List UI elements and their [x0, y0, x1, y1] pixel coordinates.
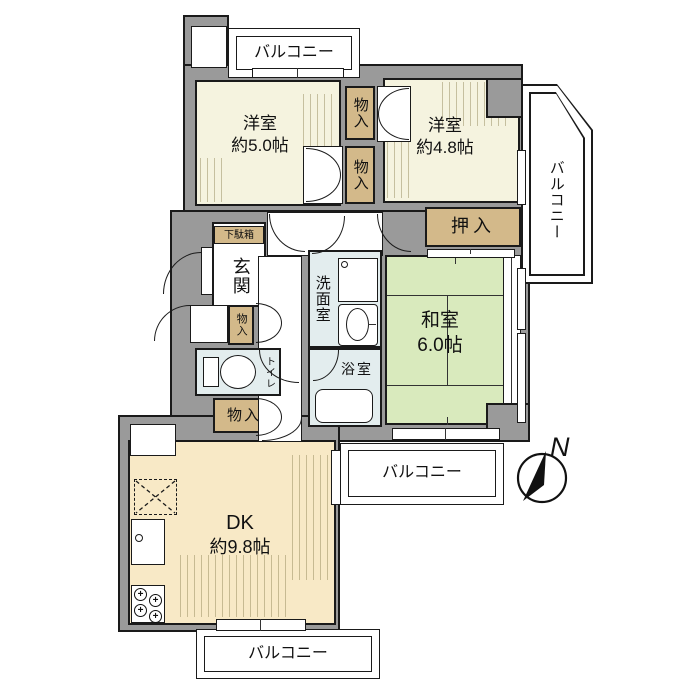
closet-monoire-2-label: 物入	[351, 159, 369, 191]
compass: N	[516, 432, 570, 504]
closet-monoire-4-label: 物入	[226, 406, 261, 424]
washing-machine-knob	[341, 261, 348, 268]
balcony-right-railing	[529, 92, 585, 276]
room-western5-label: 洋室 約5.0帖	[200, 108, 320, 162]
kitchen-sink-drain	[135, 534, 143, 542]
balcony-top-label: バルコニー	[254, 43, 334, 61]
room-japanese-label: 和室 6.0帖	[390, 305, 490, 363]
hatch-decoration	[200, 158, 226, 202]
toilet-bowl	[220, 355, 256, 389]
washbasin-faucet	[368, 324, 376, 326]
closet-monoire-3	[228, 305, 254, 345]
tatami-line	[387, 385, 503, 387]
toilet-tank	[203, 357, 219, 387]
refrigerator-space	[134, 479, 177, 515]
room-western5-name: 洋室	[243, 113, 277, 133]
room-japanese-name: 和室	[420, 310, 459, 332]
balcony-middle-railing	[348, 450, 496, 497]
dk-counter-box	[130, 424, 176, 456]
closet-monoire-2	[345, 146, 375, 204]
room-dk-name: DK	[226, 512, 254, 535]
compass-needle	[523, 451, 546, 501]
entrance-label: 玄関	[230, 257, 251, 295]
room-dk-size: 約9.8帖	[209, 537, 271, 558]
window-japanese-right-2	[517, 333, 526, 423]
washroom-label: 洗面室	[313, 275, 331, 323]
room-western48-name: 洋室	[428, 115, 462, 135]
window-tick	[260, 619, 262, 631]
window-western48-right	[517, 150, 526, 205]
bathroom-label: 浴室	[341, 360, 373, 377]
stove-burner	[134, 604, 147, 617]
storage-door-arc	[154, 305, 190, 341]
washing-machine	[338, 258, 378, 302]
closet-monoire-1-label: 物入	[351, 97, 369, 129]
room-western48-label: 洋室 約4.8帖	[390, 110, 500, 164]
tatami-line	[447, 417, 449, 425]
engawa-line	[511, 257, 513, 423]
hatch-decoration	[292, 455, 330, 580]
room-japanese-size: 6.0帖	[417, 335, 463, 356]
tatami-line	[447, 295, 449, 385]
window-japanese-right-1	[517, 268, 526, 330]
closet-monoire-1	[345, 86, 375, 140]
tatami-line	[455, 256, 457, 264]
washbasin-bowl	[346, 308, 369, 341]
entrance-door-leaf	[201, 247, 213, 295]
room-western5-size: 約5.0帖	[231, 136, 289, 155]
hatch-decoration	[180, 555, 290, 617]
closet-monoire-3-label: 物入	[235, 313, 248, 337]
entrance-door-arc	[163, 252, 201, 294]
balcony-bottom-railing	[204, 636, 372, 672]
compass-north-label: N	[550, 432, 570, 462]
room-dk-label: DK 約9.8帖	[175, 505, 305, 565]
wall-notch-room48	[486, 78, 523, 118]
window-tick	[445, 428, 447, 440]
balcony-bottom-label: バルコニー	[248, 644, 328, 662]
shoe-cabinet-label: 下駄箱	[224, 229, 254, 241]
window-tick	[297, 68, 299, 78]
stove-burner	[134, 588, 147, 601]
room-japanese	[385, 255, 505, 425]
bathtub	[315, 389, 373, 423]
balcony-right-label: バルコニー	[547, 160, 565, 240]
kitchen-sink	[131, 519, 165, 565]
stove-burner	[149, 610, 162, 623]
shoe-cabinet	[214, 226, 264, 244]
tower-shaft	[191, 26, 227, 68]
room-western48-size: 約4.8帖	[416, 138, 474, 157]
tatami-line	[387, 295, 503, 297]
closet-oshiire	[425, 207, 521, 247]
stove-burner	[149, 594, 162, 607]
window-dk-right	[331, 450, 341, 505]
closet-oshiire-label: 押入	[451, 216, 495, 237]
sliding-door-tick	[470, 249, 472, 254]
refrigerator-space-cross	[135, 480, 176, 514]
storage-room-small	[190, 305, 228, 343]
balcony-middle-label: バルコニー	[382, 464, 462, 482]
